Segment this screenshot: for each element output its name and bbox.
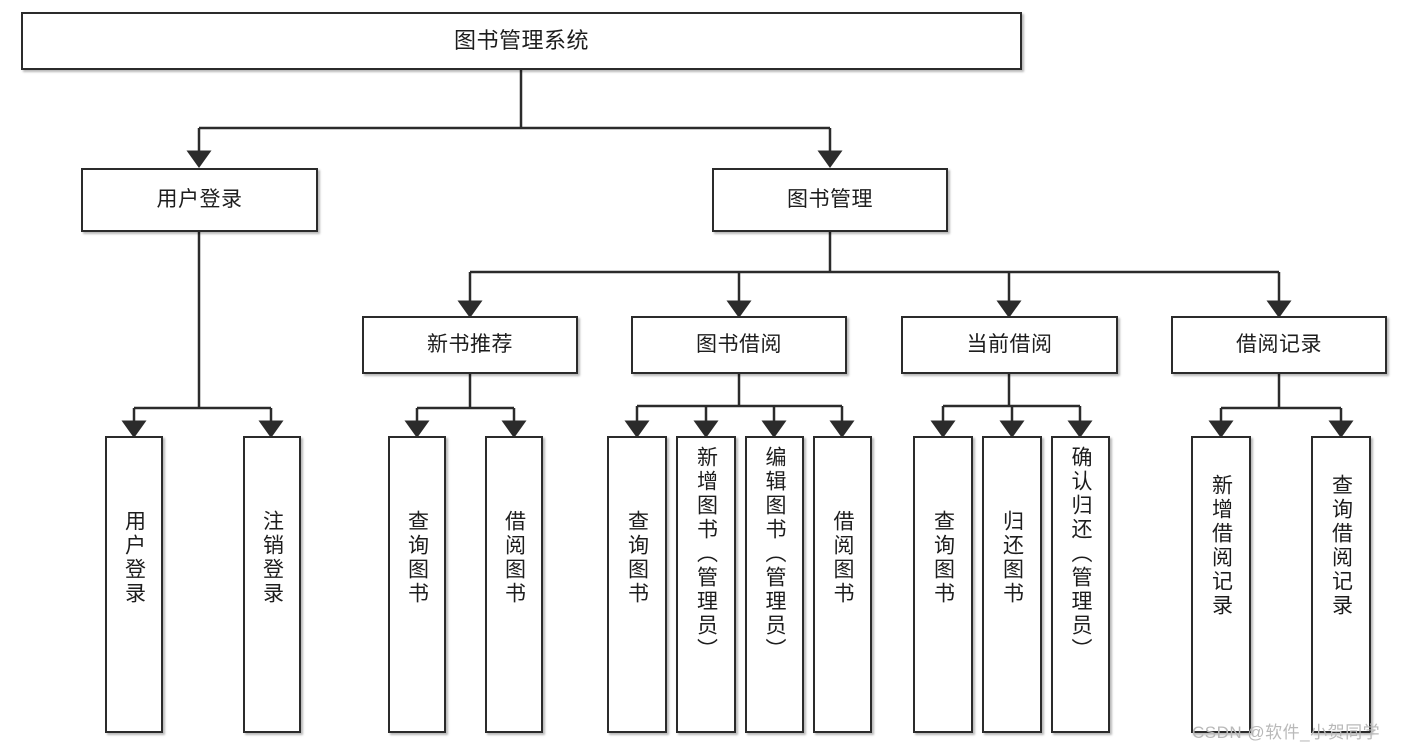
leaf-confirm-return-admin-label: 确认归还（管理员） — [1069, 446, 1092, 662]
node-current-borrow[interactable]: 当前借阅 — [901, 316, 1118, 374]
node-book-management-label: 图书管理 — [787, 187, 873, 211]
node-user-login[interactable]: 用户登录 — [81, 168, 318, 232]
node-borrow-record[interactable]: 借阅记录 — [1171, 316, 1387, 374]
leaf-borrow-book-recommend-label: 借阅图书 — [502, 510, 526, 606]
leaf-confirm-return-admin[interactable]: 确认归还（管理员） — [1051, 436, 1110, 733]
leaf-query-borrow-record[interactable]: 查询借阅记录 — [1311, 436, 1371, 733]
leaf-logout-label: 注销登录 — [260, 510, 284, 606]
leaf-user-login[interactable]: 用户登录 — [105, 436, 163, 733]
leaf-borrow-book[interactable]: 借阅图书 — [813, 436, 872, 733]
node-new-book-recommend[interactable]: 新书推荐 — [362, 316, 578, 374]
leaf-edit-book-admin[interactable]: 编辑图书（管理员） — [745, 436, 804, 733]
node-book-management[interactable]: 图书管理 — [712, 168, 948, 232]
leaf-query-book-current-label: 查询图书 — [931, 510, 955, 606]
node-borrow-record-label: 借阅记录 — [1236, 332, 1322, 356]
leaf-query-borrow-record-label: 查询借阅记录 — [1329, 474, 1353, 618]
leaf-query-book-borrow-label: 查询图书 — [625, 510, 649, 606]
leaf-borrow-book-label: 借阅图书 — [831, 510, 854, 606]
leaf-query-book-current[interactable]: 查询图书 — [913, 436, 973, 733]
node-root-label: 图书管理系统 — [453, 28, 589, 54]
node-user-login-label: 用户登录 — [156, 187, 243, 211]
node-root[interactable]: 图书管理系统 — [21, 12, 1022, 70]
leaf-add-book-admin-label: 新增图书（管理员） — [694, 446, 718, 662]
node-new-book-recommend-label: 新书推荐 — [427, 332, 513, 356]
leaf-logout[interactable]: 注销登录 — [243, 436, 301, 733]
watermark-text: CSDN @软件_小贺同学 — [1192, 723, 1381, 742]
node-current-borrow-label: 当前借阅 — [966, 332, 1053, 356]
leaf-borrow-book-recommend[interactable]: 借阅图书 — [485, 436, 543, 733]
leaf-add-book-admin[interactable]: 新增图书（管理员） — [676, 436, 736, 733]
node-book-borrow[interactable]: 图书借阅 — [631, 316, 847, 374]
leaf-return-book-label: 归还图书 — [1000, 510, 1024, 606]
node-book-borrow-label: 图书借阅 — [696, 332, 782, 356]
leaf-edit-book-admin-label: 编辑图书（管理员） — [763, 446, 786, 662]
leaf-return-book[interactable]: 归还图书 — [982, 436, 1042, 733]
leaf-query-book-borrow[interactable]: 查询图书 — [607, 436, 667, 733]
leaf-add-borrow-record[interactable]: 新增借阅记录 — [1191, 436, 1251, 733]
leaf-add-borrow-record-label: 新增借阅记录 — [1209, 474, 1233, 618]
leaf-query-book-recommend[interactable]: 查询图书 — [388, 436, 446, 733]
leaf-query-book-recommend-label: 查询图书 — [405, 510, 429, 606]
leaf-user-login-label: 用户登录 — [122, 510, 146, 606]
